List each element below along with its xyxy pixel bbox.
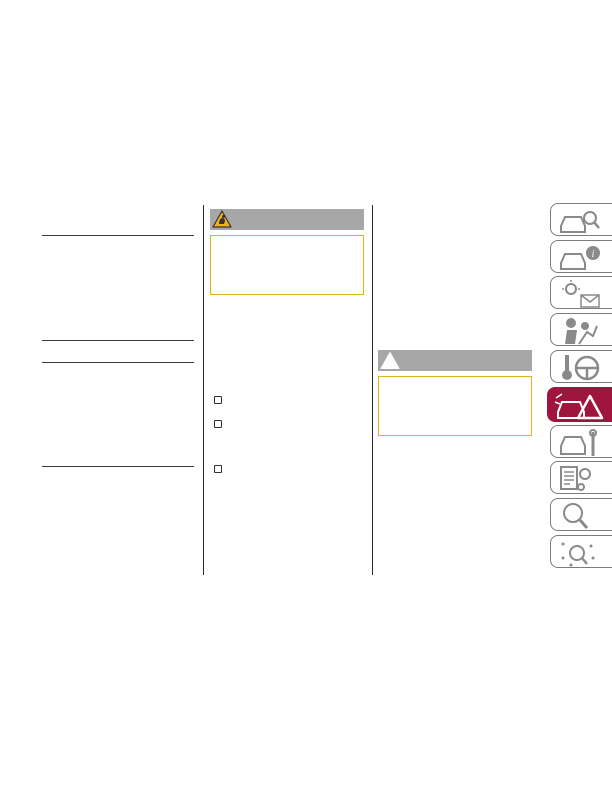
car-search-icon [560, 211, 600, 233]
magnifier-icon [563, 503, 589, 529]
document-gear-icon [560, 466, 591, 491]
tab-emergency[interactable] [547, 387, 612, 422]
tab-safety[interactable] [550, 313, 612, 346]
tab-technical-data[interactable] [550, 461, 612, 494]
tab-lights-messages[interactable] [550, 276, 612, 309]
section-rule [42, 235, 194, 236]
tab-starting-driving[interactable] [550, 350, 612, 383]
driver-warning-icon [212, 210, 232, 234]
tab-car-info[interactable]: i [550, 240, 612, 273]
alphabetical-index-icon [561, 542, 595, 567]
list-bullet [214, 396, 222, 404]
tab-car-search[interactable] [550, 203, 612, 236]
light-envelope-icon [562, 280, 600, 308]
list-bullet [214, 420, 222, 428]
section-rule [42, 362, 194, 363]
tab-index[interactable] [550, 535, 612, 568]
tab-servicing[interactable] [550, 425, 612, 458]
column-separator-2 [372, 205, 373, 575]
section-rule [42, 466, 194, 467]
section-rule [42, 340, 194, 341]
car-warning-triangle-icon [554, 393, 604, 420]
warning-header [210, 209, 364, 230]
caution-triangle-icon [380, 351, 400, 375]
list-bullet [214, 465, 222, 473]
car-wrench-icon [560, 429, 597, 456]
tab-multimedia[interactable] [550, 498, 612, 531]
car-info-icon: i [560, 246, 600, 270]
airbag-seat-icon [565, 318, 598, 345]
svg-text:i: i [592, 249, 595, 260]
warning-header [378, 350, 532, 371]
warning-box [210, 235, 364, 295]
key-steering-wheel-icon [562, 355, 600, 381]
warning-box [378, 376, 532, 436]
column-separator-1 [203, 205, 204, 575]
